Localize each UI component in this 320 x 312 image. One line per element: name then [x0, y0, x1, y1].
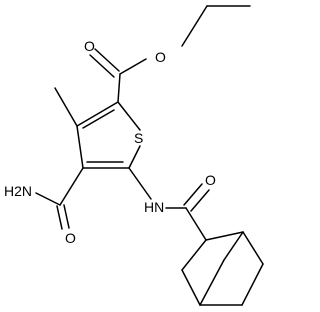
bond-bicyclo-c3-c2	[181, 239, 207, 271]
bond-bicyclo-c4-c3	[181, 269, 201, 306]
bond-c4-c3	[76, 125, 84, 169]
atom-o-ether: O	[155, 49, 166, 65]
bond-s-c5	[128, 145, 141, 169]
bond-amide-double-a	[56, 205, 63, 230]
bond-c2-c3-inner	[82, 109, 115, 129]
bond-bicyclo-c1-c6	[242, 231, 264, 265]
bond-c5-nh	[128, 167, 152, 200]
bond-c4-amide-c	[59, 167, 84, 206]
bond-carbonyl-c2	[117, 73, 121, 103]
bond-carbonyl-double-b	[89, 54, 115, 78]
atom-o-amide: O	[65, 230, 76, 246]
molecule-structure-diagram: O O S H2N O HN O	[4, 5, 264, 306]
bond-amide-double-b	[63, 204, 70, 229]
bond-bridge-c7-c4	[199, 259, 225, 306]
atom-nh2-amide: H2N	[4, 183, 32, 199]
bond-carbonyl-double-a	[94, 48, 120, 72]
atom-o-link: O	[205, 172, 216, 188]
atom-o-carbonyl: O	[84, 38, 95, 54]
bond-c3-methyl	[54, 87, 78, 127]
atom-nh-link: HN	[144, 199, 164, 215]
bond-ch2-o-ether	[181, 5, 208, 47]
bond-bicyclo-c2-c1	[205, 231, 244, 241]
bond-carbonyl-bicyclo	[185, 207, 207, 241]
bond-bridge-c1-c7	[223, 231, 244, 261]
bond-bicyclo-c6-c5	[241, 263, 264, 306]
atom-s-ring: S	[134, 130, 143, 146]
bond-link-double-a	[183, 183, 203, 206]
bond-lines	[35, 5, 264, 306]
bond-amide-c-nh2	[35, 192, 61, 206]
bond-link-double-b	[190, 189, 210, 212]
atom-labels: O O S H2N O HN O	[4, 38, 216, 246]
bond-c2-c3	[76, 101, 119, 127]
bond-c2-s	[117, 101, 141, 131]
bond-o-ether-carbonyl	[119, 58, 147, 75]
